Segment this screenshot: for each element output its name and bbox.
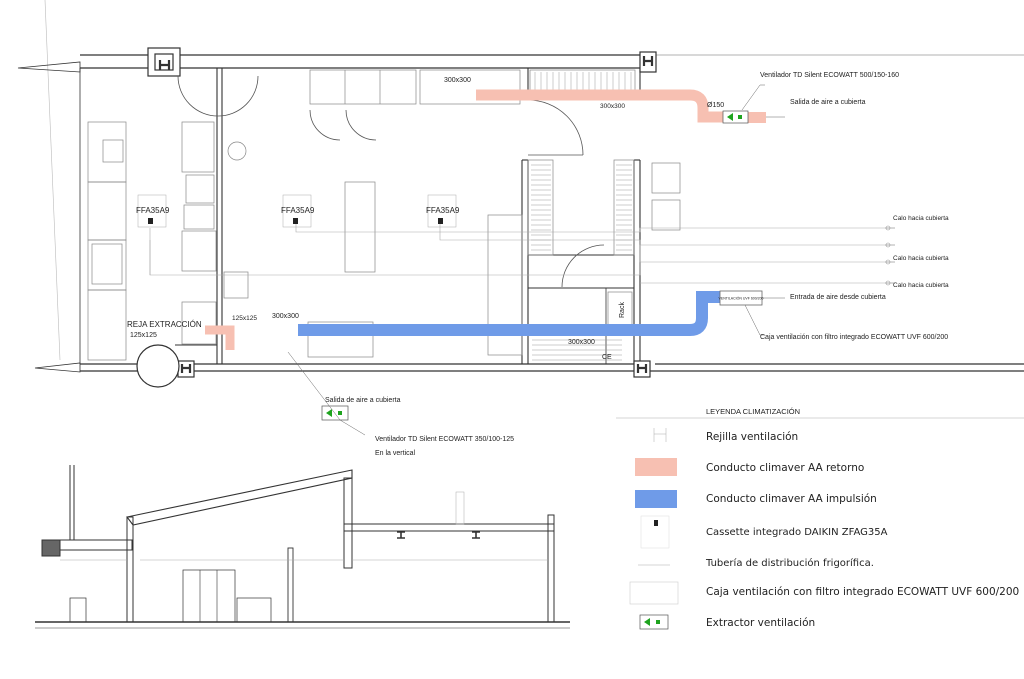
rack-label: Rack <box>619 302 626 318</box>
extraction-size-label: 125x125 <box>232 315 257 322</box>
legend-item-label: Tubería de distribución frigorífica. <box>705 557 874 569</box>
return-size-label: 300x300 <box>444 77 471 84</box>
section-arrows <box>17 61 81 373</box>
fan-annotation-1: Ventilador TD Silent ECOWATT 500/150-160 <box>760 72 899 79</box>
diameter-label: Ø150 <box>707 102 724 109</box>
extraction-duct <box>205 325 235 350</box>
cassette-label-3: FFA35A9 <box>426 206 460 215</box>
fan-annotation-2: Ventilador TD Silent ECOWATT 350/100-125 <box>375 436 514 443</box>
cassette-icon <box>640 515 670 549</box>
legend-item-label: Caja ventilación con filtro integrado EC… <box>706 586 1019 598</box>
supply-duct-swatch <box>635 490 677 508</box>
ventilation-box-tag: VENTILACIÓN UVF 600/200 <box>719 296 764 301</box>
cassette-icon <box>137 194 457 228</box>
round-column <box>136 344 180 388</box>
supply-size-label: 300x300 <box>272 313 299 320</box>
refrigerant-pipes <box>149 224 885 284</box>
return-duct-swatch <box>635 458 677 476</box>
furniture <box>87 69 681 361</box>
legend-item-label: Rejilla ventilación <box>706 431 798 443</box>
vertical-annotation: En la vertical <box>375 450 416 457</box>
outlet-annotation-2: Salida de aire a cubierta <box>325 397 401 404</box>
reja-size-label: 125x125 <box>130 332 157 339</box>
legend-item-label: Conducto climaver AA retorno <box>706 462 864 474</box>
building-section <box>35 465 570 629</box>
legend-item-label: Cassette integrado DAIKIN ZFAG35A <box>706 527 888 538</box>
plan-walls <box>44 0 1024 372</box>
extractor-icon <box>321 405 349 421</box>
cassette-label-2: FFA35A9 <box>281 206 315 215</box>
legend-item-label: Extractor ventilación <box>706 617 815 629</box>
grille-icon <box>653 428 667 442</box>
ventilation-box-icon <box>629 581 679 605</box>
extractor-icon <box>722 110 749 124</box>
calo-annotation-2: Calo hacia cubierta <box>893 255 949 262</box>
leader-lines <box>287 84 895 436</box>
ventilation-box-annotation: Caja ventilación con filtro integrado EC… <box>760 334 948 341</box>
return-duct <box>476 89 723 123</box>
supply-duct <box>298 291 720 336</box>
legend-item-label: Conducto climaver AA impulsión <box>706 493 877 505</box>
return-duct-outlet <box>748 112 766 123</box>
column-marks <box>158 56 654 373</box>
section-beams <box>397 531 480 539</box>
extractor-icon <box>639 614 669 630</box>
calo-ends <box>885 225 891 286</box>
calo-annotation-1: Calo hacia cubierta <box>893 215 949 222</box>
cassette-marks <box>148 218 443 224</box>
calo-annotation-3: Calo hacia cubierta <box>893 282 949 289</box>
supply-size-label-b: 300x300 <box>568 339 595 346</box>
ce-label: CE <box>602 354 612 361</box>
vent-grilles-stripes <box>531 72 632 361</box>
legend-title: LEYENDA CLIMATIZACIÓN <box>706 407 800 416</box>
inlet-annotation: Entrada de aire desde cubierta <box>790 294 886 301</box>
door-swings <box>177 75 605 288</box>
cassette-label-1: FFA35A9 <box>136 206 170 215</box>
outlet-annotation-1: Salida de aire a cubierta <box>790 99 866 106</box>
reja-label: REJA EXTRACCIÓN <box>127 320 202 329</box>
return-size-label-b: 300x300 <box>600 103 625 110</box>
